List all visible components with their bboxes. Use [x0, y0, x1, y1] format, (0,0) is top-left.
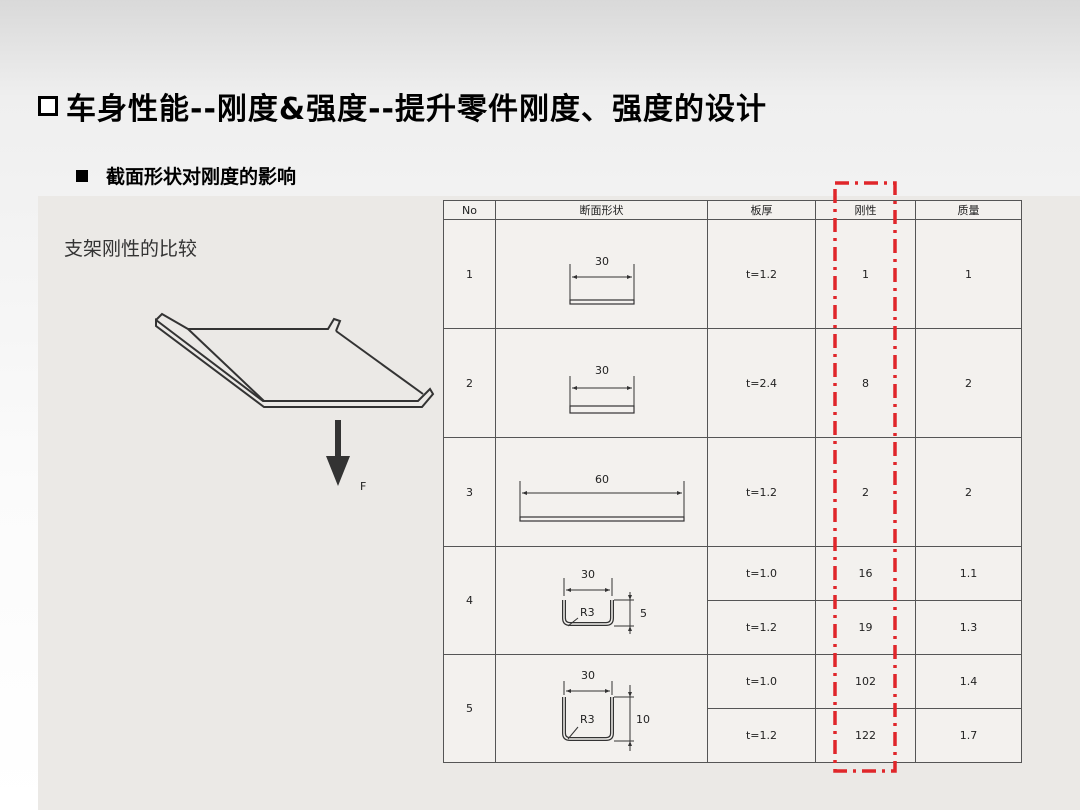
- section-shape-cell: 30: [495, 219, 708, 329]
- dim-label: 30: [581, 669, 595, 682]
- scanned-figure: 支架刚性的比较 F No 断面形状 板厚 刚性: [38, 196, 1080, 810]
- stiffness-cell: 8: [815, 328, 916, 438]
- dim-label: 30: [581, 568, 595, 581]
- mass-cell: 1.7: [915, 708, 1022, 763]
- thickness-cell: t=1.2: [707, 437, 816, 547]
- checkbox-bullet-icon: [38, 96, 58, 116]
- thickness-cell: t=1.2: [707, 708, 816, 763]
- thickness-cell: t=2.4: [707, 328, 816, 438]
- thickness-cell: t=1.0: [707, 654, 816, 709]
- height-label: 10: [636, 713, 650, 726]
- radius-label: R3: [580, 606, 595, 619]
- stiffness-cell: 19: [815, 600, 916, 655]
- mass-cell: 1.1: [915, 546, 1022, 601]
- dim-label: 60: [595, 473, 609, 486]
- mass-cell: 1: [915, 219, 1022, 329]
- stiffness-table: No 断面形状 板厚 刚性 质量 1 30: [443, 200, 1022, 763]
- row-no: 1: [443, 219, 496, 329]
- bracket-illustration: F: [155, 312, 435, 493]
- col-header-stiffness: 刚性: [815, 200, 916, 220]
- table-header-row: No 断面形状 板厚 刚性 质量: [443, 200, 1022, 220]
- slide-title: 车身性能--刚度&强度--提升零件刚度、强度的设计: [38, 84, 767, 128]
- radius-label: R3: [580, 713, 595, 726]
- section-shape-cell: 30 R3 5: [495, 546, 708, 655]
- mass-cell: 2: [915, 328, 1022, 438]
- slide-subtitle-text: 截面形状对刚度的影响: [106, 166, 297, 188]
- shallow-channel-section-icon: 30 R3 5: [561, 568, 647, 634]
- table-row: 2 30 t=2.4 8 2: [443, 328, 1022, 438]
- section-shape-cell: 30: [495, 328, 708, 438]
- row-no: 5: [443, 654, 496, 763]
- stiffness-cell: 1: [815, 219, 916, 329]
- force-label: F: [360, 480, 366, 493]
- stiffness-cell: 16: [815, 546, 916, 601]
- bracket-drawing: [155, 312, 435, 408]
- slide-title-text: 车身性能--刚度&强度--提升零件刚度、强度的设计: [66, 92, 767, 127]
- deep-channel-section-icon: 30 R3 10: [561, 669, 650, 751]
- col-header-no: No: [443, 200, 496, 220]
- thick-plate-section-icon: 30: [568, 364, 635, 414]
- col-header-thickness: 板厚: [707, 200, 816, 220]
- col-header-mass: 质量: [915, 200, 1022, 220]
- thickness-cell: t=1.2: [707, 219, 816, 329]
- figure-heading: 支架刚性的比较: [64, 238, 198, 260]
- row-no: 4: [443, 546, 496, 655]
- stiffness-cell: 2: [815, 437, 916, 547]
- dim-label: 30: [595, 255, 609, 268]
- mass-cell: 1.3: [915, 600, 1022, 655]
- thickness-cell: t=1.2: [707, 600, 816, 655]
- thickness-cell: t=1.0: [707, 546, 816, 601]
- slide-subtitle: 截面形状对刚度的影响: [76, 162, 296, 189]
- height-label: 5: [640, 607, 647, 620]
- table-row: 3 60 t=1.2 2 2: [443, 437, 1022, 547]
- col-header-section-shape: 断面形状: [495, 200, 708, 220]
- stiffness-cell: 102: [815, 654, 916, 709]
- table-row: 4 30 R3: [443, 546, 1022, 655]
- section-shape-cell: 30 R3 10: [495, 654, 708, 763]
- stiffness-cell: 122: [815, 708, 916, 763]
- dim-label: 30: [595, 364, 609, 377]
- table-row: t=1.2 19 1.3: [444, 600, 1022, 655]
- wide-plate-section-icon: 60: [518, 473, 685, 522]
- row-no: 2: [443, 328, 496, 438]
- section-shape-cell: 60: [495, 437, 708, 547]
- force-arrow-icon: [326, 420, 350, 486]
- flat-plate-section-icon: 30: [568, 255, 635, 305]
- table-row: 1 30 t=1.2 1 1: [443, 219, 1022, 329]
- mass-cell: 1.4: [915, 654, 1022, 709]
- table-row: 5 30 R3: [443, 654, 1022, 763]
- row-no: 3: [443, 437, 496, 547]
- mass-cell: 2: [915, 437, 1022, 547]
- square-bullet-icon: [76, 169, 88, 182]
